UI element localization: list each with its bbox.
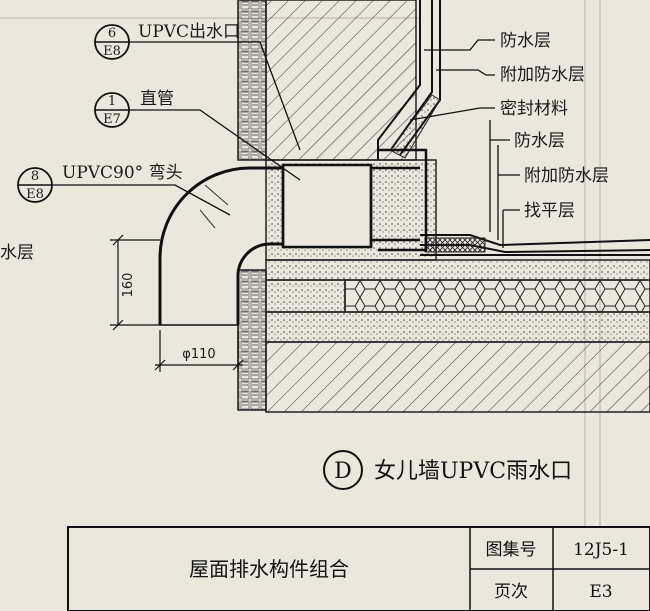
callout-outlet: 6 E8 UPVC出水口	[94, 22, 301, 151]
label-waterproof-1: 防水层	[500, 31, 551, 51]
callout-pipe: 1 E7 直管	[94, 89, 301, 181]
parapet-wall	[237, 0, 417, 411]
callout-elbow-bottom: E8	[26, 187, 44, 202]
elbow-hatch	[199, 184, 229, 229]
atlas-value: 12J5-1	[573, 540, 629, 560]
detail-letter: D	[334, 459, 352, 484]
title-block-name: 屋面排水构件组合	[189, 557, 349, 581]
label-extra-waterproof-1: 附加防水层	[500, 65, 585, 85]
detail-title: D 女儿墙UPVC雨水口	[323, 450, 572, 490]
sealant-parapet	[389, 94, 441, 159]
callout-elbow-top: 8	[31, 169, 39, 184]
atlas-label: 图集号	[486, 540, 537, 560]
right-leaders	[409, 39, 520, 248]
label-sealant: 密封材料	[500, 99, 568, 119]
upvc-elbow	[158, 166, 283, 326]
dimension-height	[110, 234, 160, 331]
page-value: E3	[589, 582, 612, 602]
callout-outlet-top: 6	[108, 26, 116, 41]
callout-pipe-bottom: E7	[103, 112, 121, 127]
page-label: 页次	[494, 582, 528, 602]
callout-pipe-top: 1	[108, 94, 116, 109]
label-extra-waterproof-2: 附加防水层	[524, 166, 609, 186]
dimension-diameter-text: φ110	[182, 347, 215, 362]
title-block: 屋面排水构件组合 图集号 12J5-1 页次 E3	[67, 526, 650, 611]
callout-outlet-bottom: E8	[103, 44, 121, 59]
dimension-diameter	[154, 330, 244, 372]
callout-pipe-text: 直管	[140, 89, 174, 109]
sealant-roof	[424, 237, 486, 253]
dimension-height-text: 160	[121, 273, 136, 298]
label-waterproof-2: 防水层	[514, 131, 565, 151]
left-cut-label: 水层	[0, 243, 34, 263]
label-leveling: 找平层	[524, 201, 575, 221]
detail-title-text: 女儿墙UPVC雨水口	[374, 459, 572, 484]
callout-outlet-text: UPVC出水口	[138, 22, 240, 42]
callout-elbow-text: UPVC90° 弯头	[62, 163, 183, 183]
callout-elbow: 8 E8 UPVC90° 弯头	[17, 163, 231, 216]
